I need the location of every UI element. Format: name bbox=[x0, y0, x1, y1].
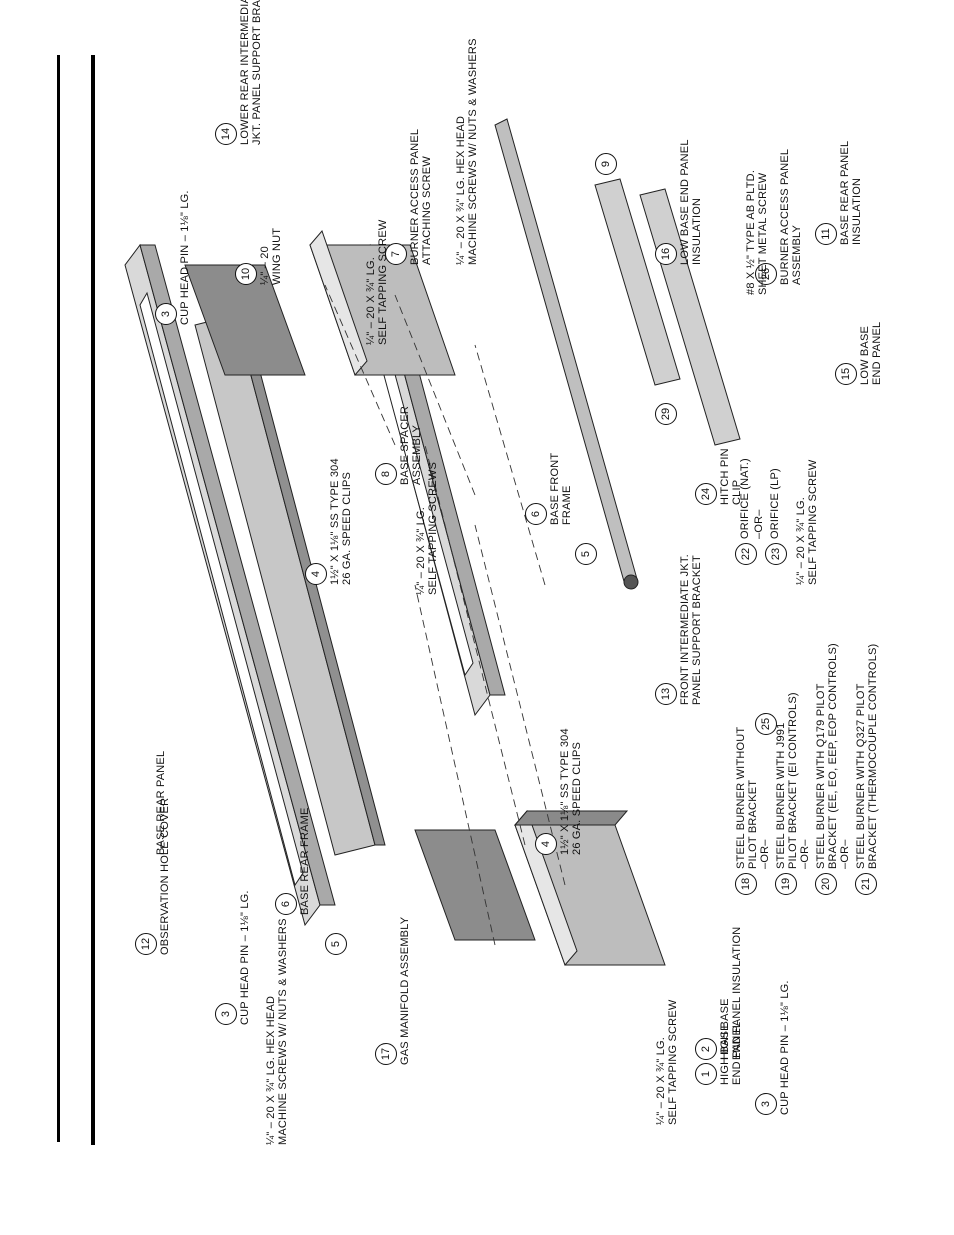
parts-drawing bbox=[124, 118, 741, 966]
callout-number: 3 bbox=[215, 1003, 237, 1025]
callout-number: 19 bbox=[775, 873, 797, 895]
right-margin-rule bbox=[91, 55, 95, 1145]
callout-number: 23 bbox=[765, 543, 787, 565]
callout-label: LOWER REAR INTERMEDIATE JKT. PANEL SUPPO… bbox=[239, 0, 263, 145]
or-label: –OR– bbox=[753, 509, 765, 539]
callout-label: STEEL BURNER WITH Q179 PILOT BRACKET (EE… bbox=[815, 643, 851, 869]
callout-label: BASE REAR PANEL INSULATION bbox=[839, 140, 863, 245]
callout-number: 16 bbox=[655, 243, 677, 265]
callout-number: 13 bbox=[655, 683, 677, 705]
callout-label: ORIFICE (LP) bbox=[769, 468, 781, 539]
callout-number: 4 bbox=[305, 563, 327, 585]
callout-label: CUP HEAD PIN – 1⅛" LG. bbox=[179, 190, 191, 325]
fastener-label: ¼" – 20 X ¾" LG. SELF TAPPING SCREW bbox=[655, 999, 679, 1125]
callout-number: 14 bbox=[215, 123, 237, 145]
gas-manifold bbox=[494, 118, 639, 590]
left-margin-rule bbox=[57, 55, 60, 1142]
exploded-parts-diagram: 1 HIGH BASE END PANEL 2 HIGH BASE END PA… bbox=[95, 0, 954, 1145]
callout-number: 18 bbox=[735, 873, 757, 895]
callout-label: BURNER ACCESS PANEL ASSEMBLY bbox=[779, 148, 803, 285]
callout-label: STEEL BURNER WITHOUT PILOT BRACKET –OR– bbox=[735, 726, 771, 869]
fastener-label: ¼" – 20 X ¾" LG. HEX HEAD MACHINE SCREWS… bbox=[455, 38, 479, 265]
callout-number: 17 bbox=[375, 1043, 397, 1065]
fastener-label: #8 X ½" TYPE AB PLTD. SHEET METAL SCREW bbox=[745, 169, 769, 295]
callout-number: 21 bbox=[855, 873, 877, 895]
fastener-label: BASE REAR PANEL bbox=[155, 750, 167, 855]
callout-label: BASE FRONT FRAME bbox=[549, 452, 573, 525]
callout-number: 8 bbox=[375, 463, 397, 485]
low-base-insulation bbox=[184, 264, 306, 376]
callout-label: CUP HEAD PIN – 1⅛" LG. bbox=[779, 980, 791, 1115]
callout-label: 1½" X 1⅛" SS TYPE 304 26 GA. SPEED CLIPS bbox=[329, 458, 353, 585]
callout-label: STEEL BURNER WITH J991 PILOT BRACKET (EI… bbox=[775, 692, 811, 869]
callout-label: BURNER ACCESS PANEL ATTACHING SCREW bbox=[409, 128, 433, 265]
callout-number: 5 bbox=[575, 543, 597, 565]
callout-number: 3 bbox=[755, 1093, 777, 1115]
rotated-diagram-canvas: 1 HIGH BASE END PANEL 2 HIGH BASE END PA… bbox=[95, 0, 895, 1145]
callout-label: LOW BASE END PANEL bbox=[859, 321, 883, 385]
callout-number: 22 bbox=[735, 543, 757, 565]
callout-number: 4 bbox=[535, 833, 557, 855]
callout-label: BASE REAR FRAME bbox=[299, 807, 311, 915]
callout-number: 5 bbox=[325, 933, 347, 955]
fastener-label: ¼" – 20 X ¾" LG. SELF TAPPING SCREW bbox=[365, 219, 389, 345]
callout-number: 2 bbox=[695, 1038, 717, 1060]
base-rear-frame bbox=[124, 243, 336, 927]
callout-number: 12 bbox=[135, 933, 157, 955]
callout-number: 20 bbox=[815, 873, 837, 895]
callout-number: 11 bbox=[815, 223, 837, 245]
callout-label: 1½" X 1⅛" SS TYPE 304 26 GA. SPEED CLIPS bbox=[559, 728, 583, 855]
high-base-end-panel bbox=[513, 810, 666, 966]
fastener-label: ¼" – 20 X ¾" LG. SELF TAPPING SCREWS bbox=[415, 462, 439, 595]
callout-number: 29 bbox=[655, 403, 677, 425]
callout-number: 9 bbox=[595, 153, 617, 175]
callout-number: 3 bbox=[155, 303, 177, 325]
callout-number: 15 bbox=[835, 363, 857, 385]
callout-label: GAS MANIFOLD ASSEMBLY bbox=[399, 916, 411, 1065]
callout-label: CUP HEAD PIN – 1⅛" LG. bbox=[239, 890, 251, 1025]
low-base-end-panel bbox=[309, 230, 456, 376]
callout-label: HIGH BASE END PANEL INSULATION bbox=[719, 926, 743, 1060]
fastener-label: ¼" – 20 X ¾" LG. SELF TAPPING SCREW bbox=[795, 459, 819, 585]
callout-number: 24 bbox=[695, 483, 717, 505]
callout-number: 1 bbox=[695, 1063, 717, 1085]
high-base-insulation bbox=[414, 829, 536, 941]
callout-label: STEEL BURNER WITH Q327 PILOT BRACKET (TH… bbox=[855, 643, 879, 869]
callout-label: LOW BASE END PANEL INSULATION bbox=[679, 139, 703, 265]
fastener-label: ¼" – 20 X ¾" LG. HEX HEAD MACHINE SCREWS… bbox=[265, 918, 289, 1145]
callout-number: 6 bbox=[275, 893, 297, 915]
callout-label: ORIFICE (NAT.) bbox=[739, 458, 751, 539]
callout-number: 6 bbox=[525, 503, 547, 525]
callout-number: 10 bbox=[235, 263, 257, 285]
callout-label: FRONT INTERMEDIATE JKT. PANEL SUPPORT BR… bbox=[679, 554, 703, 705]
callout-label: ¼" – 20 WING NUT bbox=[259, 227, 283, 285]
